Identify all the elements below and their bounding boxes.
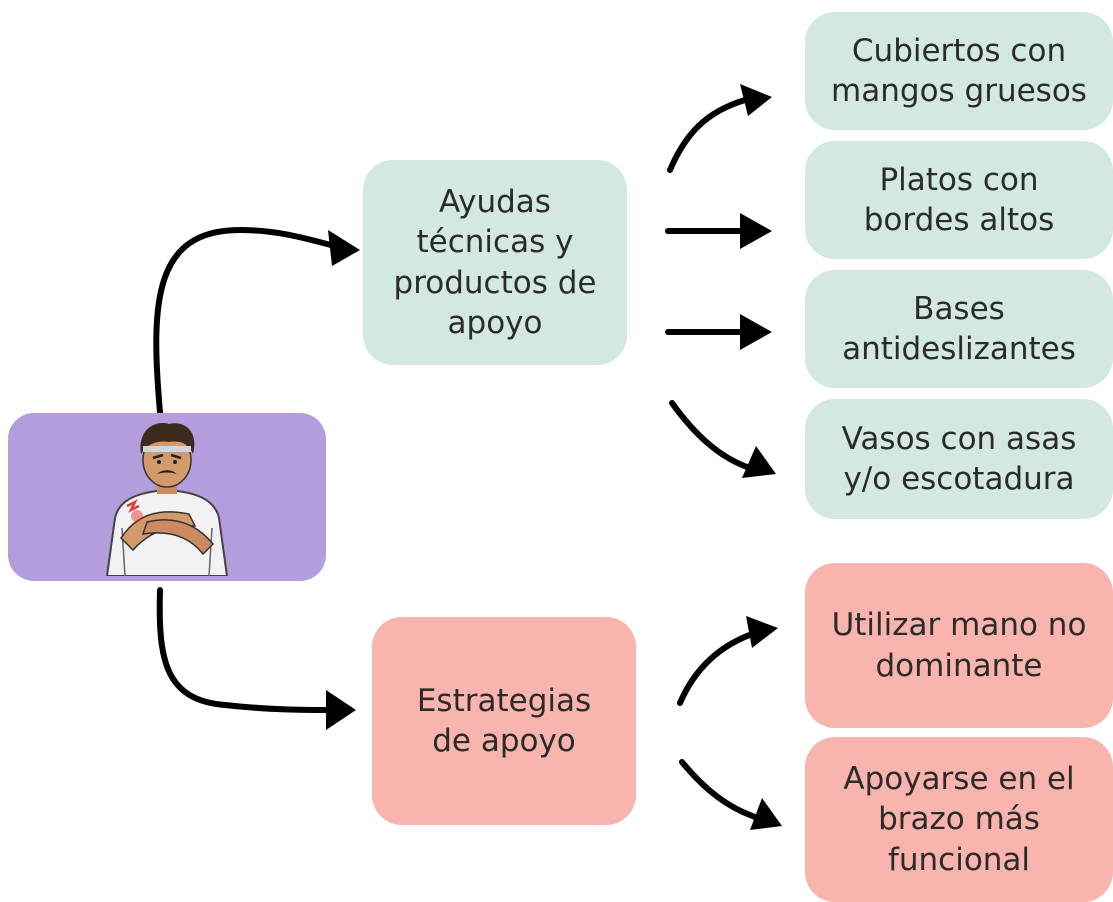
arrow-central-to-strategies bbox=[156, 587, 333, 713]
category-strategies-label: Estrategias de apoyo bbox=[416, 682, 592, 759]
strategy-item-functional-arm: Apoyarse en el brazo más funcional bbox=[805, 737, 1113, 902]
category-aids-node: Ayudas técnicas y productos de apoyo bbox=[363, 160, 627, 365]
person-with-hand-pain-icon bbox=[105, 423, 229, 576]
arrowhead bbox=[746, 616, 778, 648]
arrow-central-to-aids bbox=[153, 226, 338, 415]
arrowhead bbox=[750, 798, 782, 830]
arrowhead bbox=[740, 213, 772, 249]
aid-item-bases: Bases antideslizantes bbox=[805, 270, 1113, 388]
aid-item-cups: Vasos con asas y/o escotadura bbox=[805, 399, 1113, 519]
arrowhead bbox=[740, 84, 772, 116]
arrowhead bbox=[328, 230, 360, 266]
arrowhead bbox=[326, 690, 356, 730]
arrow-aids-to-cutlery bbox=[667, 97, 748, 173]
arrow-aids-to-cups bbox=[669, 400, 753, 471]
aid-item-plates: Platos con bordes altos bbox=[805, 141, 1113, 259]
category-strategies-node: Estrategias de apoyo bbox=[372, 617, 636, 825]
strategy-item-non-dominant-hand: Utilizar mano no dominante bbox=[805, 563, 1113, 728]
category-aids-label: Ayudas técnicas y productos de apoyo bbox=[393, 183, 597, 341]
aid-item-cutlery: Cubiertos con mangos gruesos bbox=[805, 12, 1113, 130]
arrow-strategies-to-hand bbox=[677, 630, 758, 706]
arrow-strategies-to-arm bbox=[679, 759, 761, 821]
arrowhead bbox=[742, 446, 776, 478]
arrowhead bbox=[740, 314, 772, 350]
central-node bbox=[8, 413, 326, 581]
